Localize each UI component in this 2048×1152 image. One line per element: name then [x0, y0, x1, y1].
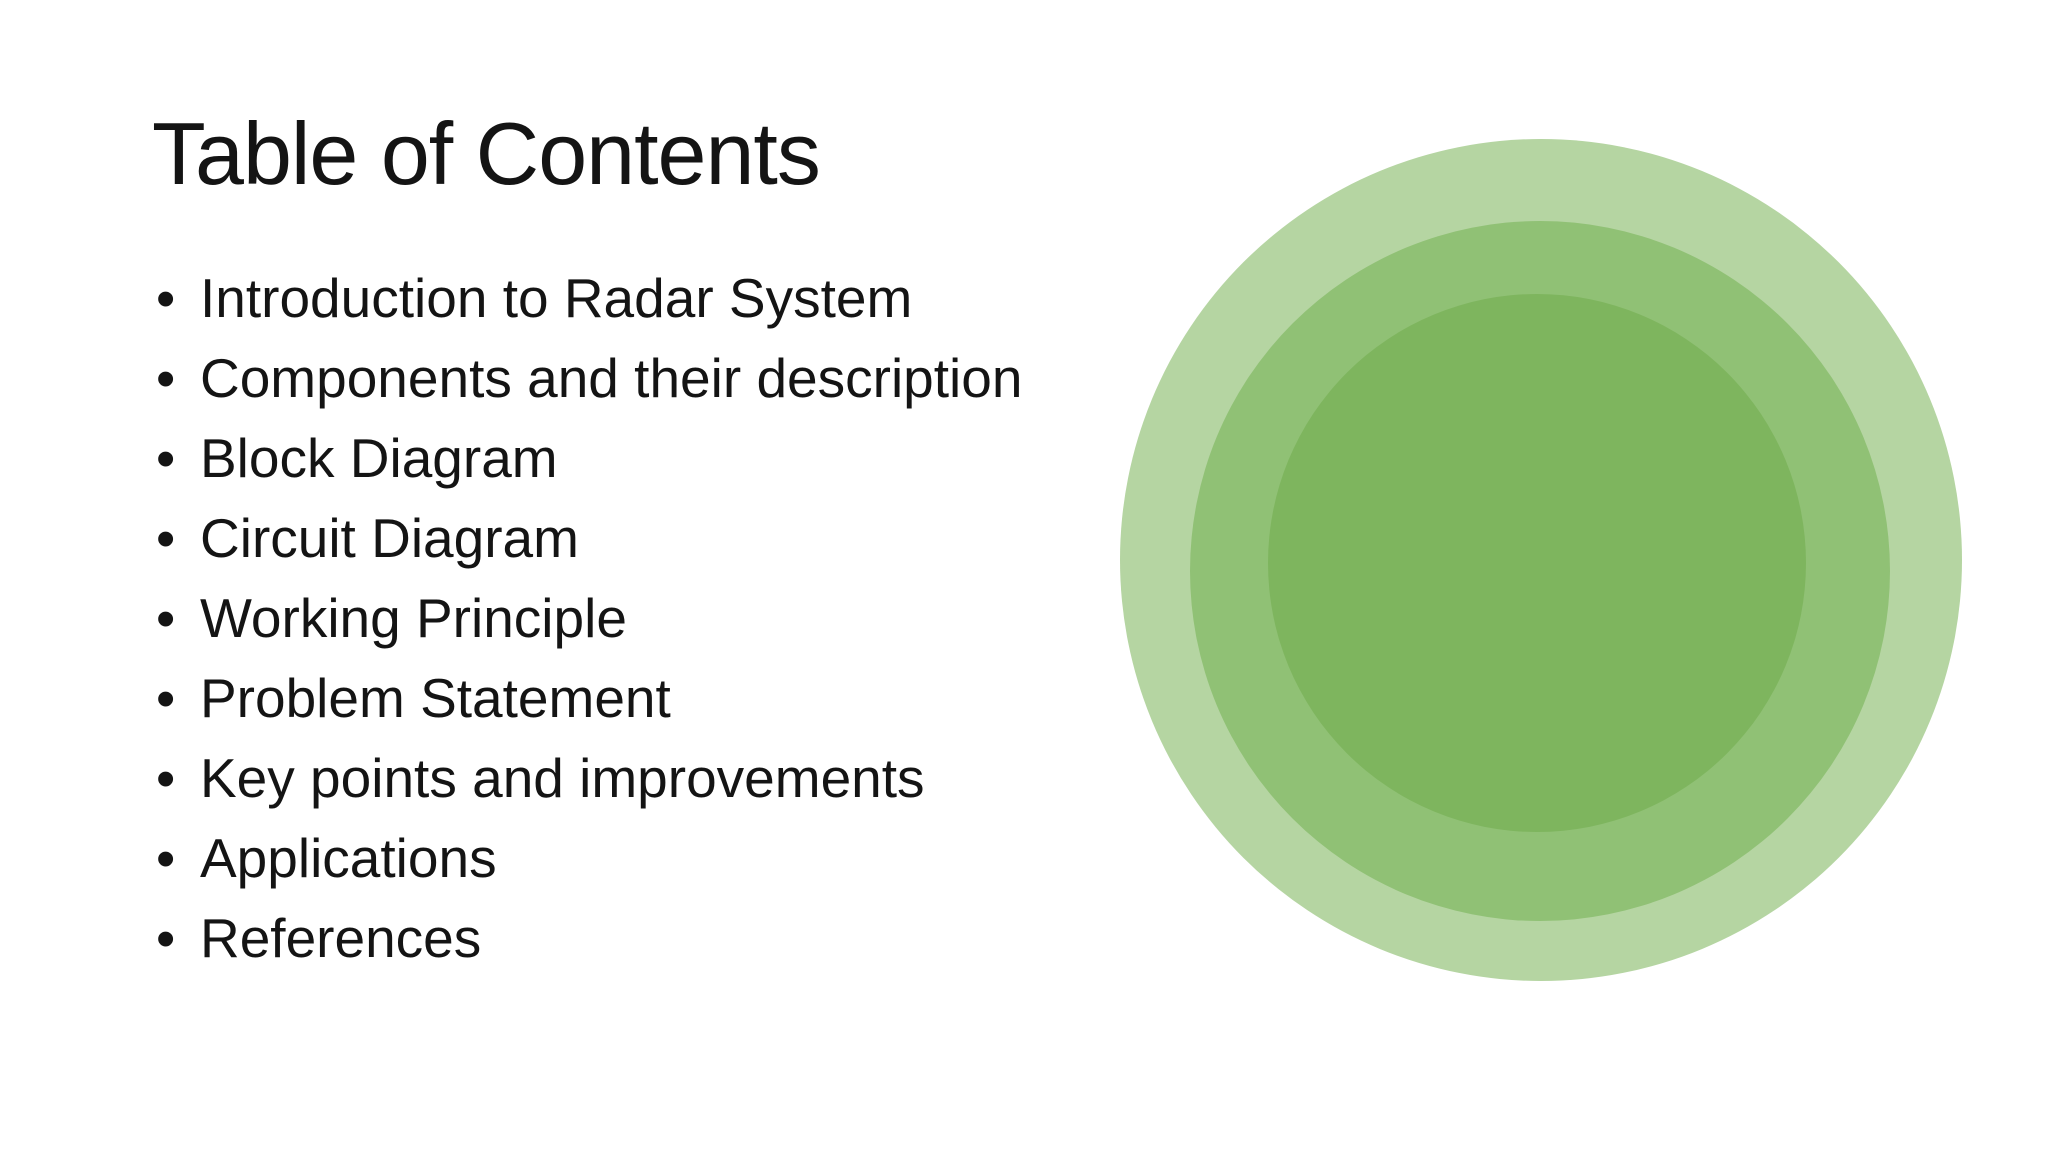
toc-item: • Circuit Diagram — [156, 498, 1022, 578]
toc-item-label: Circuit Diagram — [200, 507, 579, 569]
toc-item: • Key points and improvements — [156, 738, 1022, 818]
bullet-icon: • — [156, 427, 176, 489]
bullet-icon: • — [156, 507, 176, 569]
page-title: Table of Contents — [152, 104, 821, 203]
bullet-icon: • — [156, 267, 176, 329]
bullet-icon: • — [156, 667, 176, 729]
toc-item-label: Block Diagram — [200, 427, 558, 489]
toc-item: • Working Principle — [156, 578, 1022, 658]
bullet-icon: • — [156, 827, 176, 889]
toc-item-label: Working Principle — [200, 587, 627, 649]
toc-item-label: References — [200, 907, 482, 969]
toc-item: • References — [156, 898, 1022, 978]
bullet-icon: • — [156, 347, 176, 409]
toc-item: • Applications — [156, 818, 1022, 898]
toc-item: • Components and their description — [156, 338, 1022, 418]
toc-item: • Introduction to Radar System — [156, 258, 1022, 338]
bullet-icon: • — [156, 587, 176, 649]
toc-item-label: Key points and improvements — [200, 747, 925, 809]
toc-list: • Introduction to Radar System • Component… — [156, 258, 1022, 978]
toc-item: • Problem Statement — [156, 658, 1022, 738]
toc-item-label: Problem Statement — [200, 667, 671, 729]
toc-item-label: Introduction to Radar System — [200, 267, 913, 329]
toc-item-label: Components and their description — [200, 347, 1023, 409]
decorative-circle-inner — [1268, 294, 1806, 832]
toc-item-label: Applications — [200, 827, 497, 889]
bullet-icon: • — [156, 907, 176, 969]
bullet-icon: • — [156, 747, 176, 809]
toc-item: • Block Diagram — [156, 418, 1022, 498]
